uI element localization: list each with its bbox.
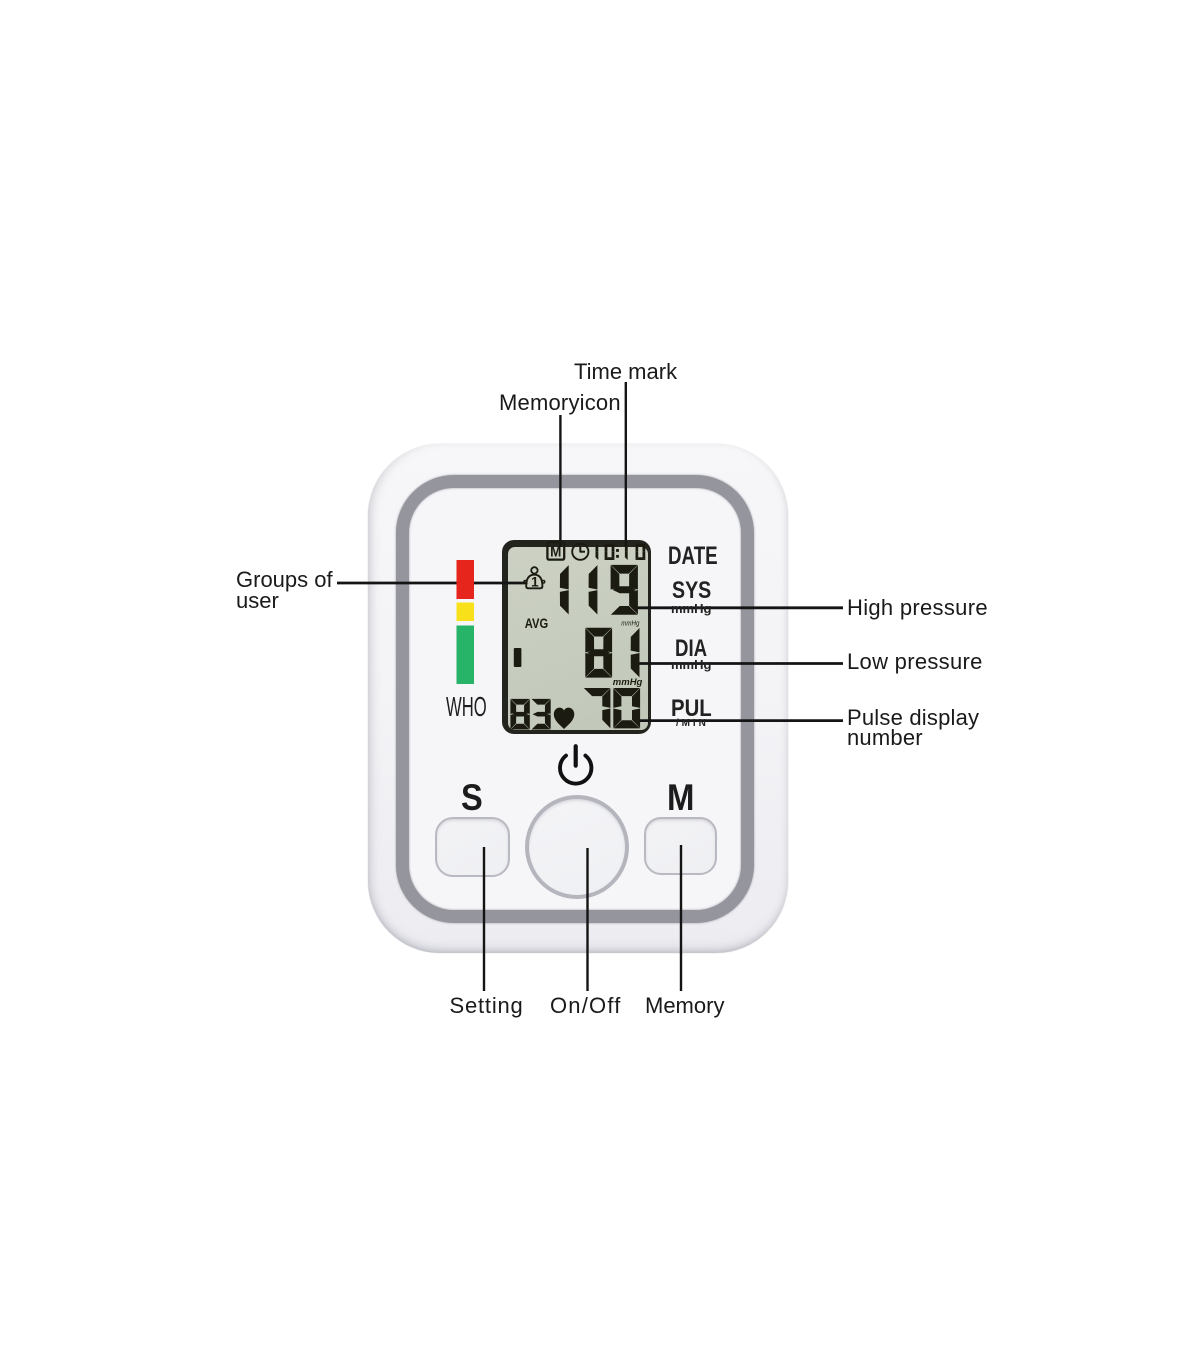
svg-text:mmHg: mmHg — [613, 677, 643, 688]
svg-text:AVG: AVG — [525, 616, 549, 631]
svg-text:M: M — [550, 544, 561, 561]
svg-text:1: 1 — [531, 574, 539, 589]
svg-text:mmHg: mmHg — [621, 620, 639, 627]
